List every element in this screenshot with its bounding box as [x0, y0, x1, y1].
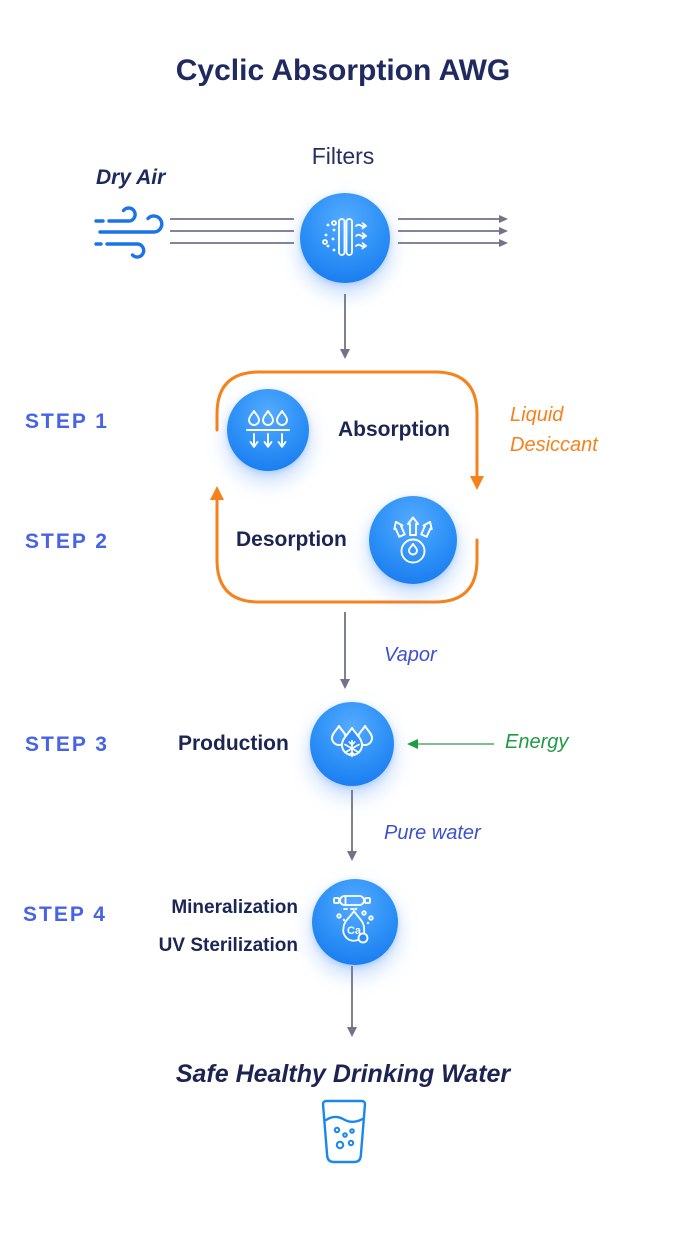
energy-label: Energy: [505, 731, 569, 753]
desorption-label: Desorption: [236, 528, 347, 551]
absorption-label: Absorption: [338, 418, 450, 441]
airflow-out-arrows: [398, 215, 508, 247]
step-2-label: STEP 2: [25, 530, 109, 553]
page-title: Cyclic Absorption AWG: [175, 54, 511, 87]
uv-sterilization-label: UV Sterilization: [158, 935, 298, 956]
mineralization-label: Mineralization: [171, 897, 298, 918]
flow-arrow-cycle-to-production: [340, 612, 350, 689]
vapor-label: Vapor: [384, 644, 437, 666]
result-label: Safe Healthy Drinking Water: [175, 1060, 511, 1088]
cycle-arrowhead-up: [210, 486, 224, 500]
flow-arrow-production-to-mineralization: [347, 790, 357, 861]
cycle-arrowhead-down: [470, 476, 484, 490]
liquid-desiccant-line2: Desiccant: [510, 434, 598, 456]
dry-air-label: Dry Air: [96, 166, 166, 189]
uv-lamp-calcium-icon: Ca: [333, 895, 374, 944]
step-4-label: STEP 4: [23, 903, 107, 926]
liquid-desiccant-line1: Liquid: [510, 404, 564, 426]
flow-arrow-to-result: [347, 966, 357, 1037]
production-node-circle: [310, 702, 394, 786]
desiccant-cycle-loop: [210, 370, 484, 604]
air-filter-icon: [322, 218, 368, 256]
droplets-absorb-icon: [246, 410, 290, 448]
flow-arrow-filters-to-cycle: [340, 294, 350, 359]
production-label: Production: [178, 732, 289, 755]
mineralization-labels: Mineralization UV Sterilization: [120, 889, 298, 965]
airflow-in-lines: [170, 218, 294, 244]
filters-label: Filters: [311, 143, 375, 169]
desorption-node-circle: [369, 496, 457, 584]
water-glass-icon: [321, 1099, 367, 1164]
calcium-text: Ca: [347, 925, 362, 937]
filter-node-circle: [300, 193, 390, 283]
droplets-snowflake-icon: [331, 725, 373, 758]
energy-arrow: [407, 739, 494, 749]
absorption-node-circle: [227, 389, 309, 471]
pure-water-label: Pure water: [384, 822, 481, 844]
droplet-release-icon: [393, 516, 433, 564]
liquid-desiccant-label: Liquid Desiccant: [510, 400, 598, 460]
step-1-label: STEP 1: [25, 410, 109, 433]
mineralization-node-circle: Ca: [312, 879, 398, 965]
wind-icon: [94, 206, 164, 259]
step-3-label: STEP 3: [25, 733, 109, 756]
